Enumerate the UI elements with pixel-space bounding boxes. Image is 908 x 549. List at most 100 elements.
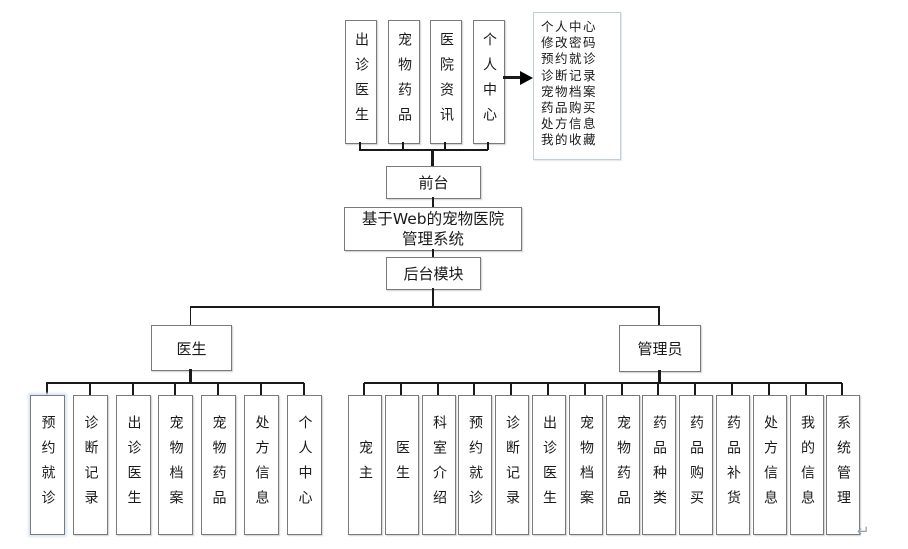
connector-line xyxy=(768,383,770,395)
admin-module-label: 出诊医生 xyxy=(541,415,557,515)
doctor-module-box: 预约就诊 xyxy=(30,395,65,535)
connector-line xyxy=(174,383,176,395)
admin-module-box: 药品购买 xyxy=(679,395,713,535)
connector-line xyxy=(621,383,623,395)
root-node: 基于Web的宠物医院 管理系统 xyxy=(344,207,522,251)
admin-module-box: 处方信息 xyxy=(753,395,787,535)
connector-line xyxy=(694,383,696,395)
connector-line xyxy=(487,142,489,150)
doctor-module-label: 宠物药品 xyxy=(210,415,227,515)
admin-module-box: 药品种类 xyxy=(642,395,676,535)
connector-line xyxy=(46,383,48,395)
admin-module-label: 系统管理 xyxy=(835,415,851,515)
admin-module-box: 医生 xyxy=(385,395,419,535)
front-module-box: 医院资讯 xyxy=(430,20,462,144)
connector-line xyxy=(657,370,661,383)
doctor-module-label: 个人中心 xyxy=(296,415,313,515)
admin-module-label: 宠主 xyxy=(357,440,373,490)
connector-line xyxy=(432,288,434,307)
doctor-module-box: 个人中心 xyxy=(287,395,322,535)
front-node: 前台 xyxy=(386,166,481,199)
backend-node-label: 后台模块 xyxy=(403,265,464,283)
connector-line xyxy=(359,149,488,151)
connector-line xyxy=(805,383,807,395)
admin-module-label: 药品补货 xyxy=(725,415,741,515)
admin-node-label: 管理员 xyxy=(637,340,683,358)
connector-line xyxy=(189,369,192,383)
doctor-module-label: 宠物档案 xyxy=(167,415,184,515)
info-line: 药品购买 xyxy=(541,100,598,116)
connector-line xyxy=(432,249,434,257)
connector-line xyxy=(431,150,434,167)
doctor-module-box: 宠物药品 xyxy=(201,395,236,535)
connector-line xyxy=(584,383,586,395)
front-node-label: 前台 xyxy=(418,174,449,192)
connector-line xyxy=(444,142,446,150)
info-line: 处方信息 xyxy=(541,116,598,132)
doctor-module-label: 预约就诊 xyxy=(39,415,56,515)
arrow-shaft xyxy=(503,76,522,79)
connector-line xyxy=(132,383,134,395)
connector-line xyxy=(359,142,361,150)
admin-module-box: 宠物药品 xyxy=(606,395,640,535)
info-line: 诊断记录 xyxy=(541,67,598,83)
doctor-node: 医生 xyxy=(151,325,232,371)
admin-module-box: 预约就诊 xyxy=(458,395,492,535)
connector-line xyxy=(432,197,434,207)
info-line: 个人中心 xyxy=(541,19,598,34)
front-module-label: 宠物药品 xyxy=(396,32,412,132)
connector-line xyxy=(189,306,191,325)
backend-node: 后台模块 xyxy=(386,257,481,290)
front-module-label: 个人中心 xyxy=(481,32,497,132)
connector-line xyxy=(364,382,842,384)
front-module-box: 个人中心 xyxy=(473,20,505,144)
admin-node: 管理员 xyxy=(619,325,701,372)
front-module-box: 宠物药品 xyxy=(388,20,420,144)
connector-line xyxy=(190,306,659,308)
arrow-right-icon xyxy=(520,70,533,85)
admin-module-box: 出诊医生 xyxy=(532,395,566,535)
admin-module-label: 处方信息 xyxy=(762,415,778,515)
root-node-title-line2: 管理系统 xyxy=(401,230,464,248)
admin-module-box: 科室介绍 xyxy=(422,395,456,535)
admin-module-box: 药品补货 xyxy=(716,395,750,535)
admin-module-label: 医生 xyxy=(394,440,410,490)
front-module-label: 出诊医生 xyxy=(353,32,369,132)
info-list-box: 个人中心 修改密码 预约就诊 诊断记录 宠物档案 药品购买 处方信息 我的收藏 xyxy=(533,12,621,160)
admin-module-box: 宠主 xyxy=(348,395,382,535)
front-module-box: 出诊医生 xyxy=(345,20,377,144)
connector-line xyxy=(303,383,305,395)
doctor-module-box: 出诊医生 xyxy=(116,395,151,535)
admin-module-box: 诊断记录 xyxy=(495,395,529,535)
doctor-module-box: 宠物档案 xyxy=(158,395,193,535)
doctor-module-label: 处方信息 xyxy=(253,415,270,515)
admin-module-box: 系统管理 xyxy=(826,395,860,535)
info-line: 修改密码 xyxy=(541,35,598,51)
admin-module-box: 宠物档案 xyxy=(569,395,603,535)
return-mark: ↵ xyxy=(857,522,870,540)
connector-line xyxy=(217,383,219,395)
root-node-title-line1: 基于Web的宠物医院 xyxy=(361,210,505,228)
admin-module-label: 宠物档案 xyxy=(578,415,594,515)
connector-line xyxy=(89,383,91,395)
doctor-module-label: 诊断记录 xyxy=(82,415,99,515)
admin-module-label: 我的信息 xyxy=(799,415,815,515)
admin-module-label: 药品种类 xyxy=(651,415,667,515)
doctor-module-label: 出诊医生 xyxy=(125,415,142,515)
connector-line xyxy=(260,383,262,395)
connector-line xyxy=(657,383,659,395)
admin-module-label: 诊断记录 xyxy=(504,415,520,515)
connector-line xyxy=(46,382,304,384)
front-module-label: 医院资讯 xyxy=(438,32,454,132)
info-line: 我的收藏 xyxy=(541,132,598,148)
info-line: 预约就诊 xyxy=(541,51,598,67)
connector-line xyxy=(437,383,439,395)
connector-line xyxy=(658,306,660,325)
connector-line xyxy=(363,383,365,395)
doctor-node-label: 医生 xyxy=(176,339,207,358)
admin-module-label: 科室介绍 xyxy=(431,415,447,515)
connector-line xyxy=(731,383,733,395)
admin-module-box: 我的信息 xyxy=(790,395,824,535)
connector-line xyxy=(473,383,475,395)
